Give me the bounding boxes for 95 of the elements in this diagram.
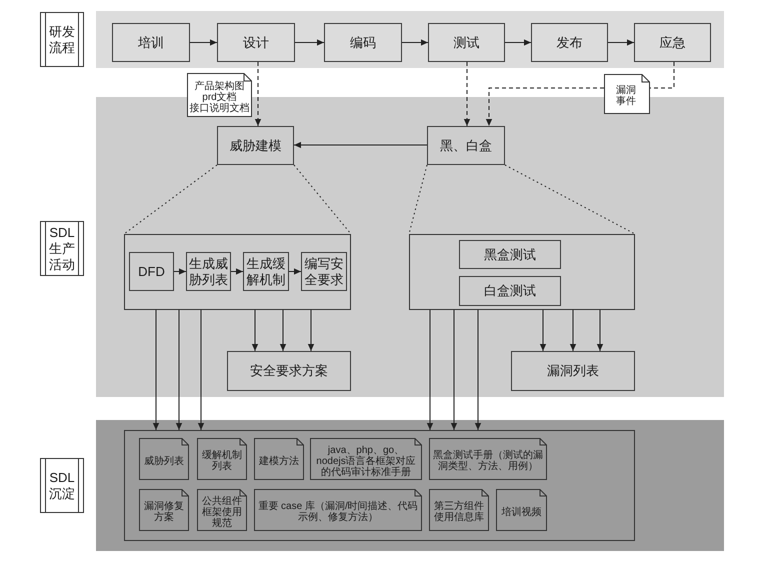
step-label: 应急: [660, 34, 686, 50]
step-label: 设计: [243, 34, 269, 50]
process-box: [217, 126, 294, 165]
arrow: [230, 268, 244, 275]
process-box: [634, 23, 711, 62]
swimlane-band: [96, 420, 724, 551]
process-box: [112, 23, 190, 62]
step-label: 培训: [138, 34, 164, 50]
step-label: 测试: [454, 34, 480, 50]
document-text: 培训视频: [502, 506, 542, 518]
group-frame: [124, 430, 635, 541]
document-shape: [197, 489, 247, 531]
document-text: prd文档: [202, 92, 237, 103]
arrow: [176, 310, 182, 430]
document-shape: [429, 438, 547, 480]
document-shape: [429, 489, 489, 531]
document-shape: [496, 489, 547, 531]
document-text: 公共组件框架使用规范: [201, 496, 243, 528]
step-label: 威胁建模: [230, 138, 282, 154]
group-frame: [409, 234, 635, 310]
lane-title: SDL生产活动: [48, 224, 76, 272]
document-text: 威胁列表: [144, 456, 184, 466]
document-shape: [254, 438, 304, 480]
process-box: [428, 23, 505, 62]
dotted-line: [294, 164, 352, 234]
document-text: 缓解机制列表: [201, 450, 243, 472]
step-label: 黑盒测试: [484, 246, 536, 262]
process-box: [459, 240, 561, 269]
dashed-arrow: [464, 62, 470, 126]
arrow: [540, 310, 546, 352]
step-label: 漏洞列表: [547, 363, 599, 379]
step-label: 发布: [556, 34, 582, 50]
lane-title: SDL沉淀: [48, 470, 76, 502]
arrow: [474, 310, 482, 430]
arrow: [288, 268, 302, 275]
document-text: java、php、go、nodejs语言各框架对应的代码审计标准手册: [315, 444, 417, 478]
arrow: [608, 39, 634, 46]
arrow: [570, 310, 576, 352]
arrow: [596, 310, 604, 352]
step-label: 生成威胁列表: [188, 256, 229, 288]
arrow: [152, 310, 160, 430]
document-text: 建模方法: [259, 456, 299, 466]
dashed-line: [650, 62, 674, 88]
arrow: [402, 39, 428, 46]
document-shape: [604, 74, 650, 114]
arrow: [504, 39, 532, 46]
process-box: [217, 23, 295, 62]
dotted-line: [408, 164, 428, 234]
arrow: [450, 310, 458, 430]
dashed-arrow: [254, 62, 262, 126]
lane-title: 研发流程: [48, 24, 76, 56]
process-box: [129, 252, 174, 291]
arrow: [174, 268, 186, 275]
document-shape: [139, 489, 189, 531]
document-shape: [187, 73, 252, 117]
step-label: 黑、白盒: [440, 138, 492, 154]
lane-header: [40, 221, 84, 276]
process-box: [227, 351, 351, 391]
step-label: DFD: [138, 264, 165, 280]
document-text: 漏洞事件: [615, 85, 637, 107]
arrow: [252, 310, 258, 352]
document-text: 漏洞修复方案: [143, 501, 185, 523]
document-shape: [310, 438, 422, 480]
document-text: 接口说明文档: [190, 103, 250, 114]
document-shape: [139, 438, 189, 480]
process-box: [511, 351, 635, 391]
process-box: [427, 126, 505, 165]
step-label: 白盒测试: [484, 283, 536, 299]
document-text: 黑盒测试手册（测试的漏洞类型、方法、用例）: [433, 450, 543, 472]
document-text: 第三方组件使用信息库: [433, 501, 485, 523]
step-label: 生成缓解机制: [246, 256, 286, 288]
step-label: 编写安全要求: [304, 256, 344, 288]
arrow: [294, 142, 428, 148]
document-shape: [197, 438, 247, 480]
arrow: [294, 39, 324, 46]
process-box: [459, 276, 561, 306]
swimlane-band: [96, 11, 724, 68]
dotted-line: [504, 164, 636, 234]
step-label: 编码: [350, 34, 376, 50]
step-label: 安全要求方案: [250, 363, 328, 379]
arrow: [308, 310, 314, 352]
process-box: [531, 23, 608, 62]
lane-header: [40, 458, 84, 513]
arrow: [426, 310, 434, 430]
arrow: [280, 310, 286, 352]
arrow: [190, 39, 218, 46]
arrow: [198, 310, 204, 430]
dashed-arrow: [486, 88, 604, 126]
document-text: 产品架构图: [194, 81, 244, 92]
dotted-line: [124, 164, 218, 234]
group-frame: [124, 234, 351, 310]
process-box: [324, 23, 402, 62]
lane-header: [40, 12, 84, 67]
document-text: 重要 case 库（漏洞/时间描述、代码示例、修复方法）: [258, 501, 418, 523]
document-shape: [254, 489, 422, 531]
